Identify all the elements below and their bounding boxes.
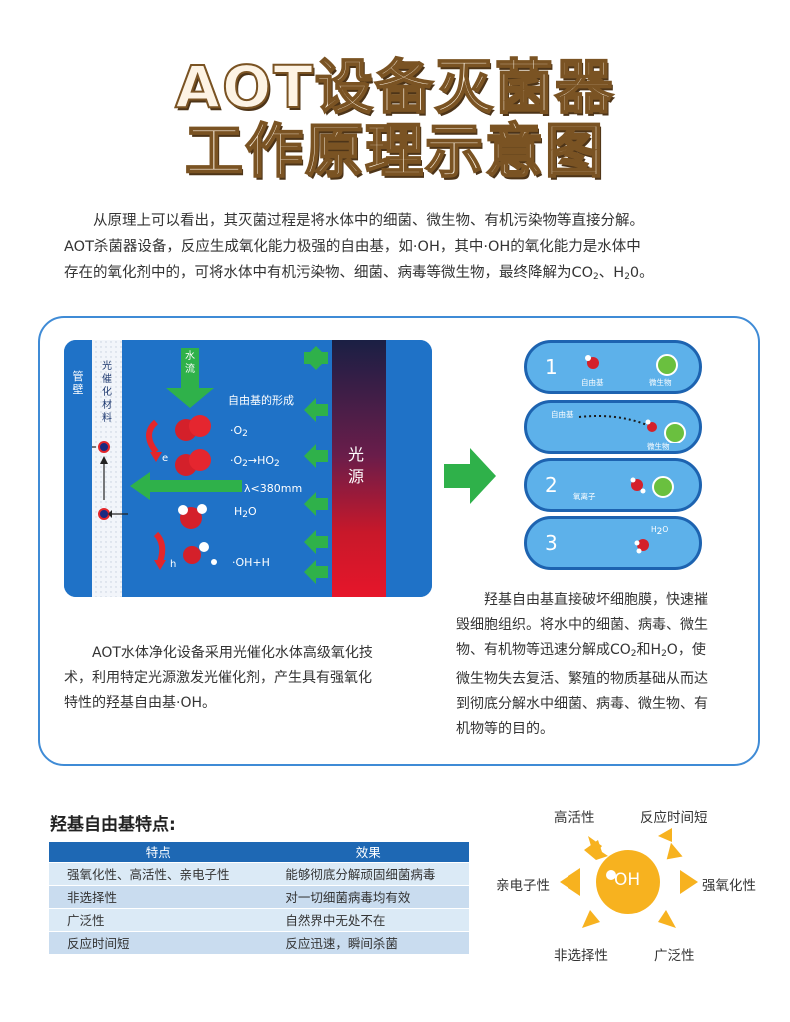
water-molecule — [178, 504, 207, 529]
o2-molecule-2 — [175, 449, 211, 476]
intro-line-2: AOT杀菌器设备，反应生成氧化能力极强的自由基，如·OH，其中·OH的氧化能力是… — [64, 239, 641, 255]
h2o-label: H2O — [234, 505, 257, 520]
oh-molecule — [183, 542, 217, 565]
property-short-reaction: 反应时间短 — [640, 810, 708, 826]
step-3: 3 H2O — [524, 516, 702, 570]
hole-label: h — [170, 559, 177, 570]
step-1b: 自由基 微生物 — [524, 400, 702, 454]
pipe-wall-label: 管壁 — [72, 370, 84, 396]
oh-properties-diagram: OH 高活性 反应时间短 亲电子性 强氧化性 非选择性 广泛性 — [488, 800, 778, 980]
step-1: 1 自由基 微生物 — [524, 340, 702, 394]
property-high-activity: 高活性 — [554, 810, 595, 826]
title-line-1: AOT设备灭菌器 — [174, 53, 615, 121]
property-non-selective: 非选择性 — [554, 948, 608, 964]
step-2: 2 氧离子 — [524, 458, 702, 512]
title-line-2: 工作原理示意图 — [184, 117, 605, 185]
table-row: 非选择性对一切细菌病毒均有效 — [49, 884, 469, 908]
table-row: 反应时间短反应迅速，瞬间杀菌 — [49, 930, 469, 954]
oh-h-label: ·OH+H — [232, 556, 270, 569]
water-flow-label: 水流 — [185, 351, 195, 375]
o2-to-ho2-label: ·O2→HO2 — [230, 454, 280, 469]
light-source-label: 光源 — [348, 445, 365, 486]
table-row: 广泛性自然界中无处不在 — [49, 907, 469, 931]
photocatalysis-diagram: 管壁 光催化材料 水流 自由基的形成 ·O2 ·O2→HO2 λ<380mm H… — [64, 340, 432, 597]
property-electrophilic: 亲电子性 — [496, 878, 550, 894]
table-row: 强氧化性、高活性、亲电子性能够彻底分解顽固细菌病毒 — [49, 861, 469, 885]
left-paragraph: AOT水体净化设备采用光催化水体高级氧化技 术，利用特定光源激发光催化剂，产生具… — [64, 645, 373, 711]
intro-line-1: 从原理上可以看出，其灭菌过程是将水体中的细菌、微生物、有机污染物等直接分解。 — [93, 213, 644, 229]
intro-line-3: 存在的氧化剂中的，可将水体中有机污染物、细菌、病毒等微生物，最终降解为CO2、H… — [64, 265, 654, 282]
features-title: 羟基自由基特点: — [50, 815, 176, 835]
property-strong-oxidation: 强氧化性 — [702, 878, 756, 894]
process-arrow-icon — [444, 448, 496, 504]
o2-molecule-1 — [175, 415, 211, 441]
right-paragraph: 羟基自由基直接破坏细胞膜，快速摧 毁细胞组织。将水中的细菌、病毒、微生 物、有机… — [456, 592, 708, 737]
oh-center-label: OH — [614, 870, 641, 890]
property-ubiquitous: 广泛性 — [654, 948, 695, 964]
wavelength-label: λ<380mm — [244, 482, 303, 495]
o2-minus-label: ·O2 — [230, 424, 248, 439]
electron-label: e — [162, 453, 169, 464]
step-3-h2o: H2O — [651, 525, 669, 537]
intro-paragraph: 从原理上可以看出，其灭菌过程是将水体中的细菌、微生物、有机污染物等直接分解。 A… — [64, 208, 744, 290]
radical-formation-label: 自由基的形成 — [228, 394, 294, 407]
photocatalyst-label: 光催化材料 — [102, 361, 112, 424]
table-header-row: 特点 效果 — [49, 842, 469, 862]
features-table: 特点 效果 强氧化性、高活性、亲电子性能够彻底分解顽固细菌病毒 非选择性对一切细… — [49, 842, 469, 954]
